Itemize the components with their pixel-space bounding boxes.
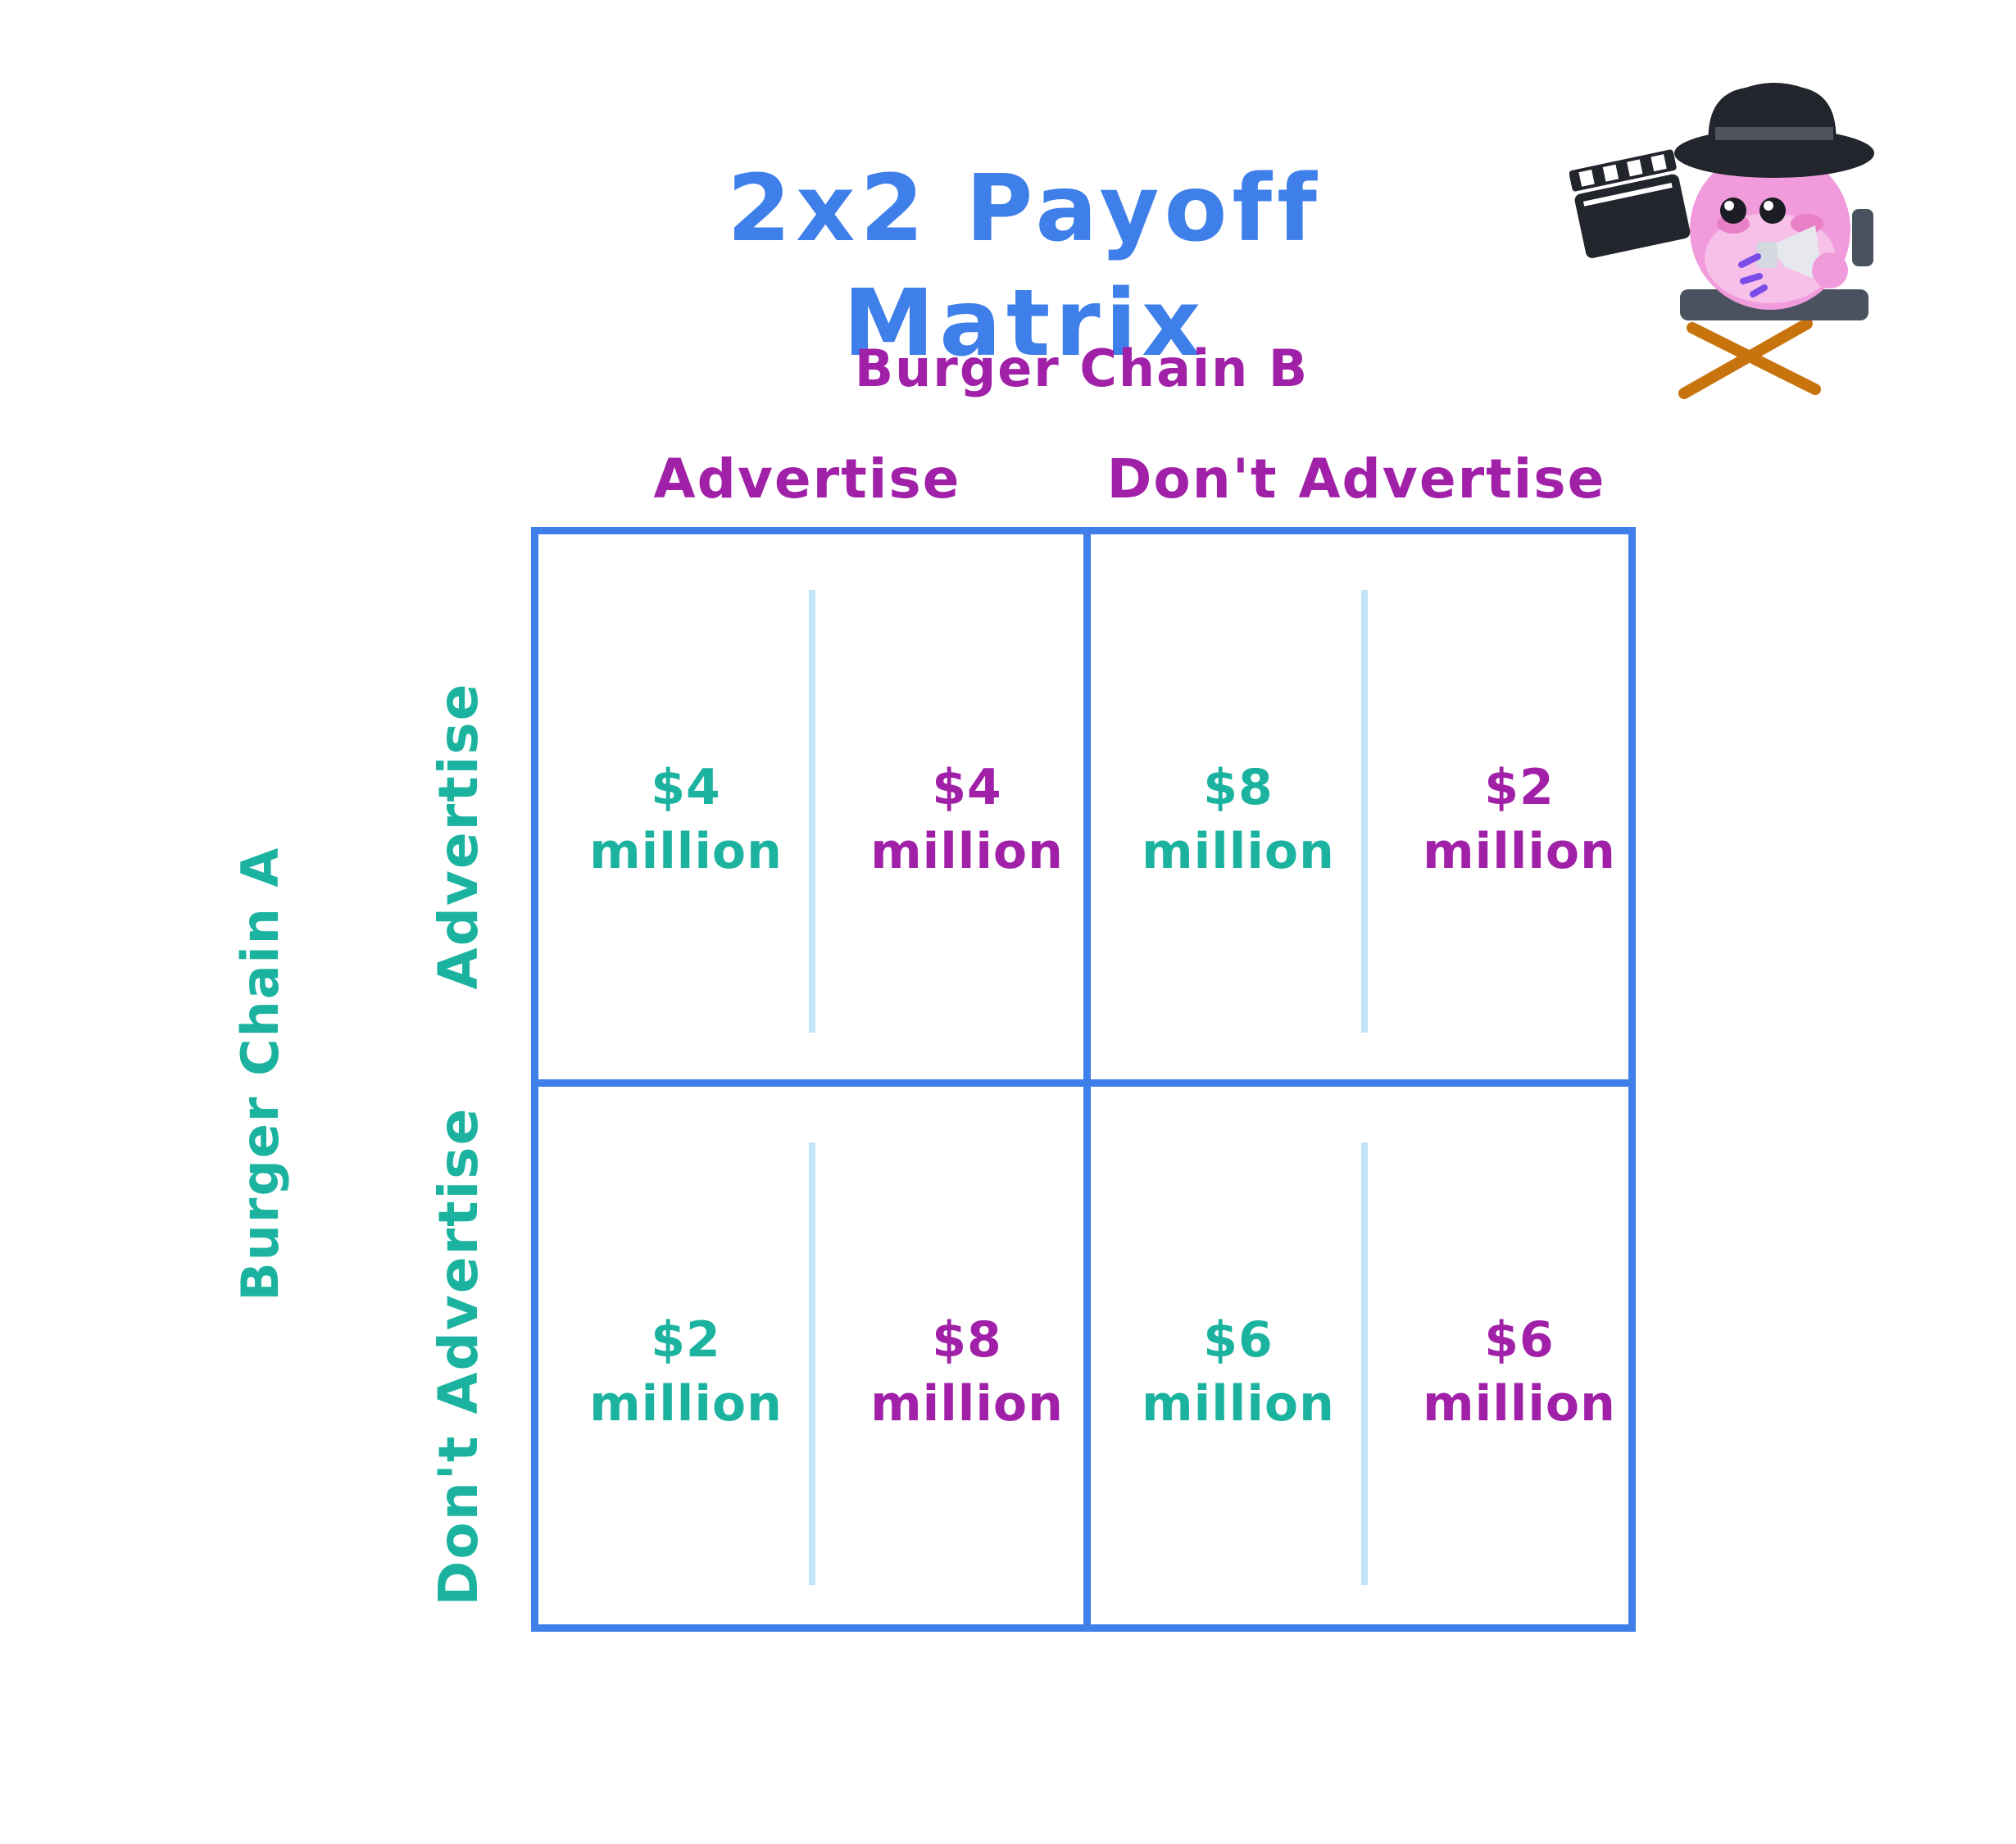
cell-split-line (1361, 590, 1368, 1033)
row-header-dont-advertise: Don't Advertise (427, 1106, 490, 1606)
payoff-amount: $6 (1203, 1311, 1274, 1369)
payoff-player-b: $4 million (848, 756, 1086, 883)
cell-dont-advertise-advertise: $2 million $8 million (538, 1087, 1083, 1632)
cell-split-line (809, 590, 815, 1033)
payoff-unit: million (589, 1375, 783, 1433)
payoff-amount: $6 (1484, 1311, 1555, 1369)
row-header-advertise: Advertise (427, 682, 490, 990)
payoff-player-a: $4 million (567, 756, 805, 883)
payoff-player-b: $6 million (1401, 1308, 1638, 1436)
payoff-player-a: $6 million (1119, 1308, 1357, 1436)
player-b-label: Burger Chain B (854, 338, 1310, 398)
payoff-amount: $2 (1484, 759, 1555, 816)
payoff-unit: million (1142, 823, 1335, 880)
payoff-amount: $4 (651, 759, 721, 816)
payoff-unit: million (1423, 823, 1616, 880)
column-header-dont-advertise: Don't Advertise (1106, 447, 1606, 511)
player-a-label: Burger Chain A (230, 846, 290, 1301)
payoff-unit: million (1142, 1375, 1335, 1433)
payoff-player-a: $8 million (1119, 756, 1357, 883)
cell-dont-advertise-dont-advertise: $6 million $6 million (1091, 1087, 1636, 1632)
cell-split-line (1361, 1142, 1368, 1585)
cell-split-line (809, 1142, 815, 1585)
payoff-amount: $4 (932, 759, 1002, 816)
payoff-matrix: $4 million $4 million $8 million $2 mill… (531, 527, 1636, 1632)
payoff-amount: $2 (651, 1311, 721, 1369)
page-title: 2x2 Payoff Matrix (727, 156, 1322, 377)
payoff-unit: million (1423, 1375, 1616, 1433)
payoff-player-a: $2 million (567, 1308, 805, 1436)
payoff-unit: million (870, 1375, 1064, 1433)
film-director-mascot-icon (1569, 78, 1881, 406)
payoff-player-b: $2 million (1401, 756, 1638, 883)
matrix-horizontal-divider (538, 1079, 1628, 1087)
payoff-unit: million (589, 823, 783, 880)
cell-advertise-dont-advertise: $8 million $2 million (1091, 534, 1636, 1079)
payoff-player-b: $8 million (848, 1308, 1086, 1436)
cell-advertise-advertise: $4 million $4 million (538, 534, 1083, 1079)
payoff-unit: million (870, 823, 1064, 880)
payoff-amount: $8 (1203, 759, 1274, 816)
payoff-amount: $8 (932, 1311, 1002, 1369)
column-header-advertise: Advertise (653, 447, 961, 511)
